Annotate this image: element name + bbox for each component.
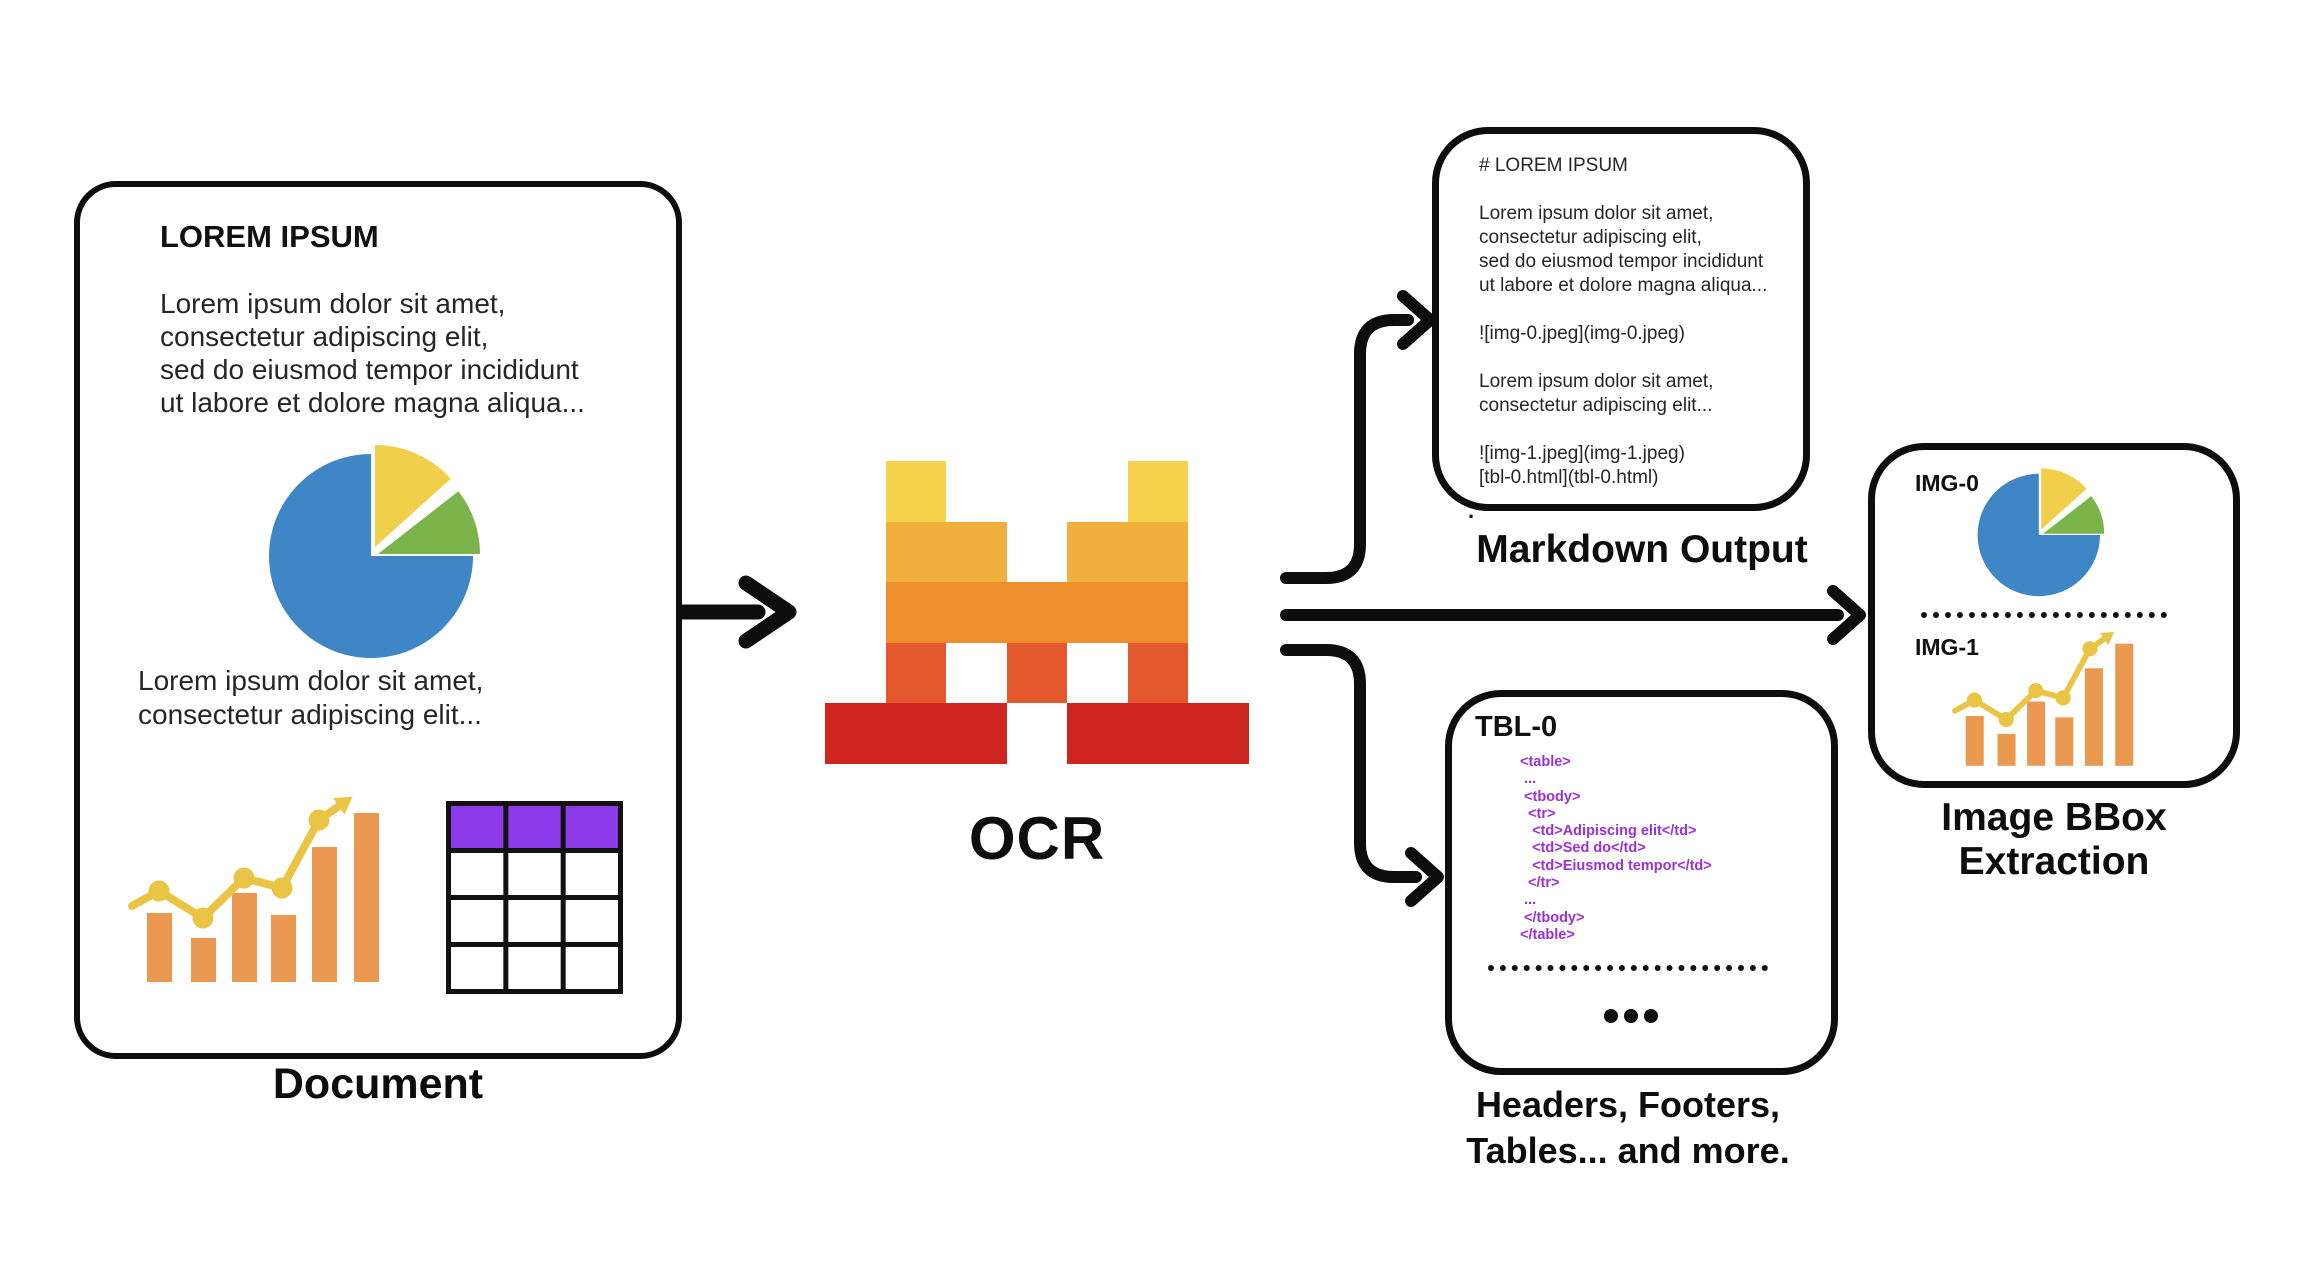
arrow-ocr-to-bbox xyxy=(1280,585,1866,645)
markdown-panel: # LOREM IPSUM Lorem ipsum dolor sit amet… xyxy=(1432,127,1810,511)
bbox-caption: Image BBox Extraction xyxy=(1941,796,2167,883)
table-panel: TBL-0 <table> ... <tbody> <tr> <td>Adipi… xyxy=(1445,690,1838,1075)
stray-period: . xyxy=(1468,498,1475,523)
document-table-icon xyxy=(446,801,623,994)
table-caption-line1: Headers, Footers, xyxy=(1475,1084,1781,1125)
bbox-panel: IMG-0 IMG-1 xyxy=(1868,443,2240,788)
table-caption: Headers, Footers, Tables... and more. xyxy=(1418,1082,1838,1174)
table-html-code: <table> ... <tbody> <tr> <td>Adipiscing … xyxy=(1520,754,1712,943)
arrow-ocr-to-table xyxy=(1280,644,1444,907)
document-title: LOREM IPSUM xyxy=(160,219,379,254)
img0-label: IMG-0 xyxy=(1915,470,1979,496)
ocr-logo-icon xyxy=(825,461,1249,764)
document-paragraph-2: Lorem ipsum dolor sit amet, consectetur … xyxy=(138,665,484,730)
table-caption-line2: Tables... and more. xyxy=(1466,1130,1790,1171)
table-panel-title: TBL-0 xyxy=(1475,711,1558,743)
bbox-panel-divider xyxy=(1921,612,2167,618)
arrow-document-to-ocr xyxy=(664,575,797,649)
markdown-caption: Markdown Output xyxy=(1476,528,1808,571)
document-caption: Document xyxy=(272,1060,484,1108)
arrow-ocr-to-markdown xyxy=(1280,290,1436,584)
markdown-content: # LOREM IPSUM Lorem ipsum dolor sit amet… xyxy=(1479,155,1768,488)
ocr-label: OCR xyxy=(968,805,1106,872)
table-panel-divider xyxy=(1488,965,1768,971)
img1-label: IMG-1 xyxy=(1915,634,1979,660)
img1-bar-thumbnail xyxy=(1949,630,2137,773)
document-bar-chart xyxy=(124,794,384,992)
document-pie-chart xyxy=(258,441,488,671)
document-panel: LOREM IPSUM Lorem ipsum dolor sit amet, … xyxy=(74,181,682,1059)
img0-pie-thumbnail xyxy=(1971,466,2109,604)
document-paragraph-1: Lorem ipsum dolor sit amet, consectetur … xyxy=(160,288,585,418)
ellipsis-dots-icon xyxy=(1604,1009,1658,1023)
